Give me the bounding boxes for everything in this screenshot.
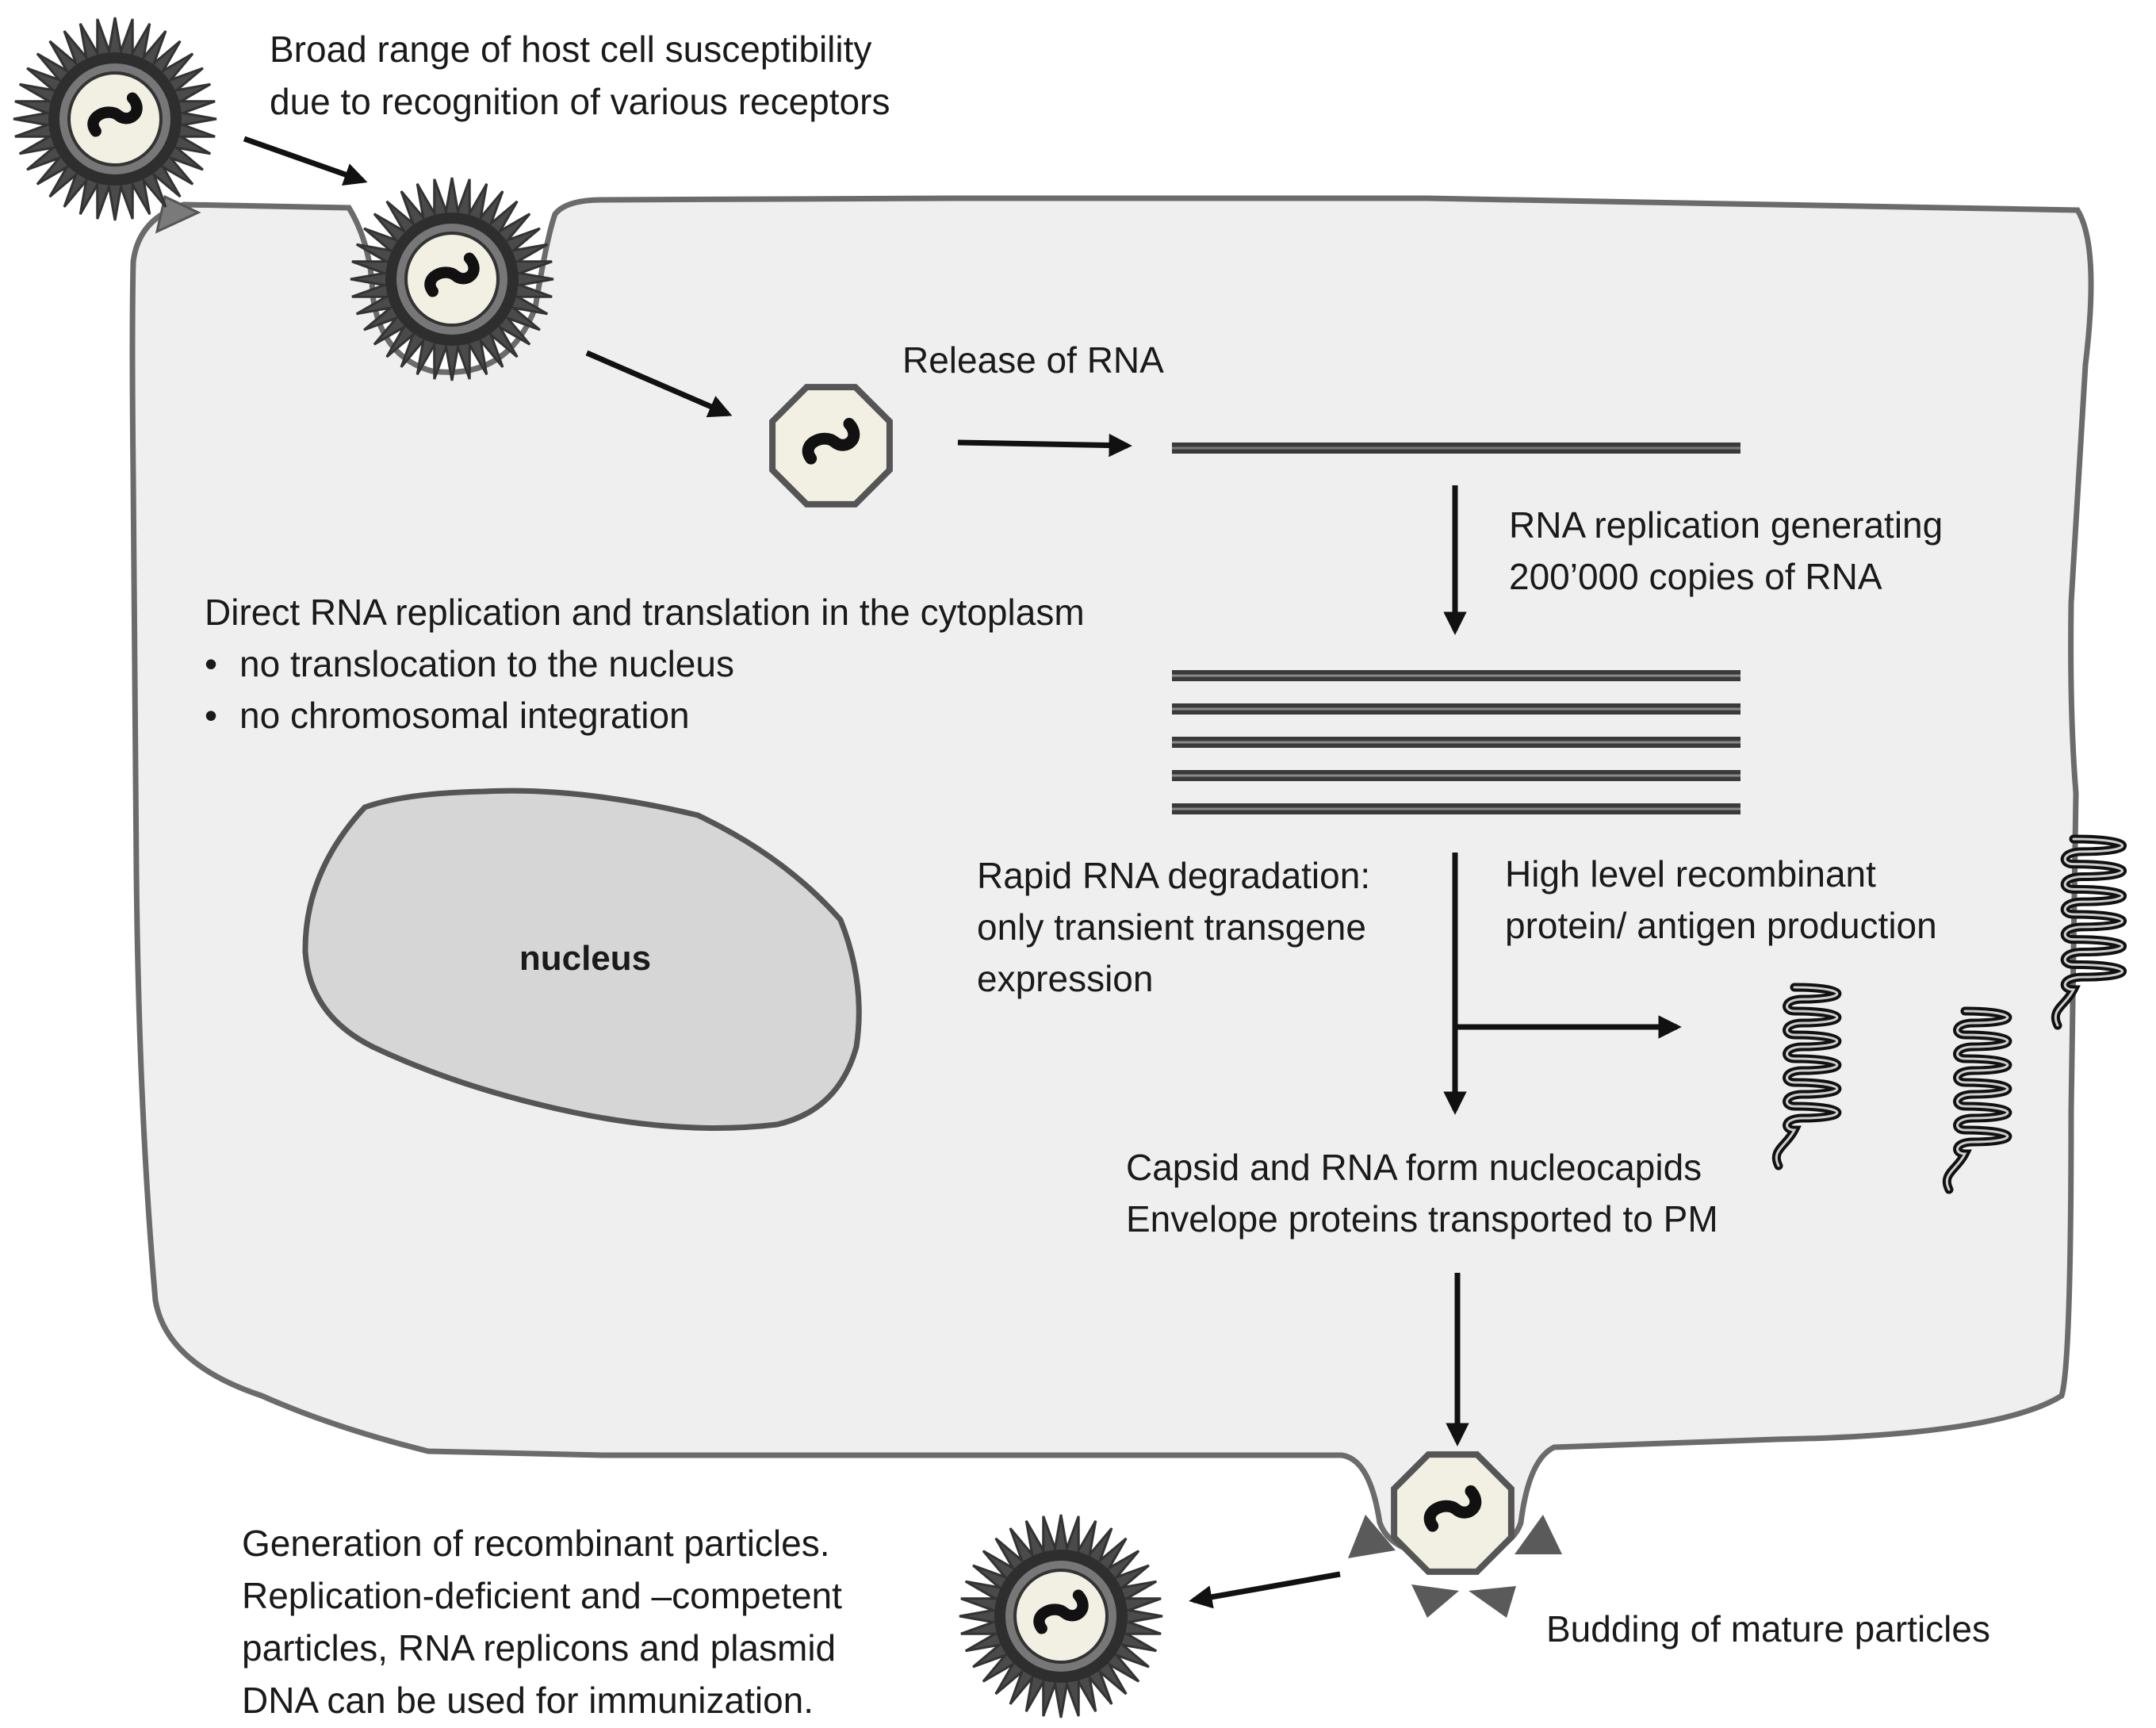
bullet-icon: • [205, 695, 217, 736]
arrow-release-rna [957, 433, 1132, 458]
label-rna-replication: RNA replication generating 200’000 copie… [1509, 504, 1943, 597]
receptor-icon [155, 194, 201, 234]
released-virus-particle-icon [959, 1514, 1163, 1718]
label-line: no translocation to the nucleus [239, 643, 734, 684]
label-line: DNA can be used for immunization. [242, 1680, 814, 1721]
label-line: protein/ antigen production [1505, 905, 1937, 946]
label-release-rna: Release of RNA [902, 339, 1164, 381]
host-cell-membrane [129, 195, 2094, 1559]
protein-coil-icon [1942, 1006, 2012, 1194]
protein-coil-icon [1771, 983, 1842, 1171]
label-rna-degradation: Rapid RNA degradation: only transient tr… [977, 855, 1370, 999]
budding-glycoproteins-icon [1348, 1515, 1562, 1618]
label-line: Envelope proteins transported to PM [1126, 1198, 1718, 1239]
virus-particle-outside-icon [13, 17, 217, 221]
label-line: no chromosomal integration [239, 695, 690, 736]
label-line: only transient transgene [977, 906, 1366, 948]
label-line: due to recognition of various receptors [270, 81, 890, 122]
label-line: Capsid and RNA form nucleocapids [1126, 1147, 1702, 1188]
bullet-icon: • [205, 643, 217, 684]
replicated-rna-stack-icon [1172, 670, 1741, 814]
membrane-protein-coil-icon [2051, 834, 2127, 1030]
process-arrows [243, 136, 1682, 1609]
virus-particle-entering-icon [350, 177, 554, 381]
label-line: Broad range of host cell susceptibility [270, 29, 871, 70]
label-line: Replication-deficient and –competent [242, 1575, 842, 1616]
budding-capsid-icon [1391, 1451, 1515, 1575]
label-nucleocapsid: Capsid and RNA form nucleocapids Envelop… [1126, 1147, 1718, 1239]
capsid-icon [769, 384, 893, 508]
label-line: 200’000 copies of RNA [1509, 556, 1882, 597]
label-cytoplasm-replication: Direct RNA replication and translation i… [205, 592, 1085, 736]
label-line: Rapid RNA degradation: [977, 855, 1370, 896]
label-line: particles, RNA replicons and plasmid [242, 1627, 836, 1669]
label-line: RNA replication generating [1509, 504, 1943, 546]
label-recombinant-particles: Generation of recombinant particles. Rep… [242, 1523, 842, 1721]
arrow-entry [585, 350, 733, 418]
label-host-cell-susceptibility: Broad range of host cell susceptibility … [270, 29, 890, 122]
label-budding: Budding of mature particles [1546, 1608, 1990, 1649]
arrow-release-particle [1189, 1571, 1341, 1609]
label-line: Generation of recombinant particles. [242, 1523, 830, 1564]
label-line: High level recombinant [1505, 853, 1876, 895]
label-protein-production: High level recombinant protein/ antigen … [1505, 853, 1937, 946]
label-line: expression [977, 958, 1153, 999]
arrow-attachment [243, 136, 368, 186]
nucleus-label: nucleus [519, 939, 651, 978]
nucleus-shape [302, 787, 862, 1131]
label-line: Direct RNA replication and translation i… [205, 592, 1085, 633]
